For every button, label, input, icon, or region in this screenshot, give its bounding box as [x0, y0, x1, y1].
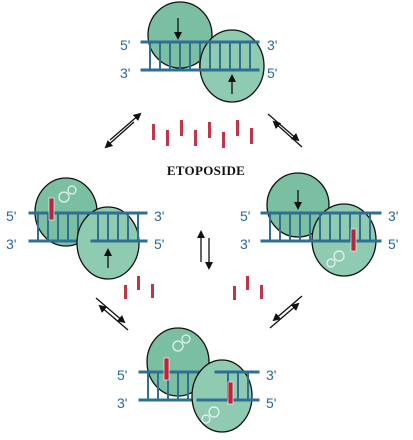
- etoposide-bound-left: [163, 357, 170, 381]
- drug-ring-icon: [326, 250, 345, 268]
- drug-ring-icon-bottom: [201, 406, 220, 424]
- etoposide-bound: [350, 228, 357, 252]
- equilibrium-arrows-center: [197, 230, 213, 270]
- bottom-complex: 5' 3' 3' 5': [117, 327, 276, 433]
- label-right-bottom: 5': [266, 395, 276, 411]
- etoposide-bound: [48, 197, 55, 221]
- top-complex: 5' 3' 3' 5': [120, 1, 277, 103]
- left-complex: 5' 3' 3' 5': [6, 177, 164, 280]
- label-left-top: 5': [240, 208, 250, 224]
- label-left-top: 5': [120, 37, 130, 53]
- enzyme-subunit-right: [76, 206, 140, 280]
- enzyme-subunit-right: [199, 29, 265, 103]
- equilibrium-arrows-top-left: [104, 112, 142, 149]
- label-left-bottom: 3': [120, 65, 130, 81]
- equilibrium-arrows-bottom-left: [95, 297, 129, 331]
- equilibrium-arrows-top-right: [267, 113, 303, 148]
- right-complex: 5' 3' 3' 5': [240, 172, 398, 277]
- etoposide-molecules-top: [152, 120, 253, 148]
- label-right-top: 3': [154, 208, 164, 224]
- etoposide-label: ETOPOSIDE: [167, 163, 245, 178]
- etoposide-molecules-left: [124, 276, 154, 299]
- equilibrium-arrows-bottom-right: [269, 295, 303, 329]
- label-right-bottom: 5': [267, 65, 277, 81]
- label-left-bottom: 3': [240, 236, 250, 252]
- label-right-top: 3': [388, 208, 398, 224]
- drug-ring-icon: [58, 185, 77, 203]
- etoposide-molecules-right: [233, 276, 263, 300]
- label-left-bottom: 3': [6, 236, 16, 252]
- label-right-top: 3': [266, 367, 276, 383]
- label-left-top: 5': [6, 208, 16, 224]
- label-right-top: 3': [267, 37, 277, 53]
- label-left-top: 5': [117, 367, 127, 383]
- etoposide-bound-right: [227, 381, 234, 405]
- label-right-bottom: 5': [154, 236, 164, 252]
- drug-ring-icon-top: [172, 334, 191, 352]
- label-right-bottom: 5': [388, 236, 398, 252]
- label-left-bottom: 3': [117, 395, 127, 411]
